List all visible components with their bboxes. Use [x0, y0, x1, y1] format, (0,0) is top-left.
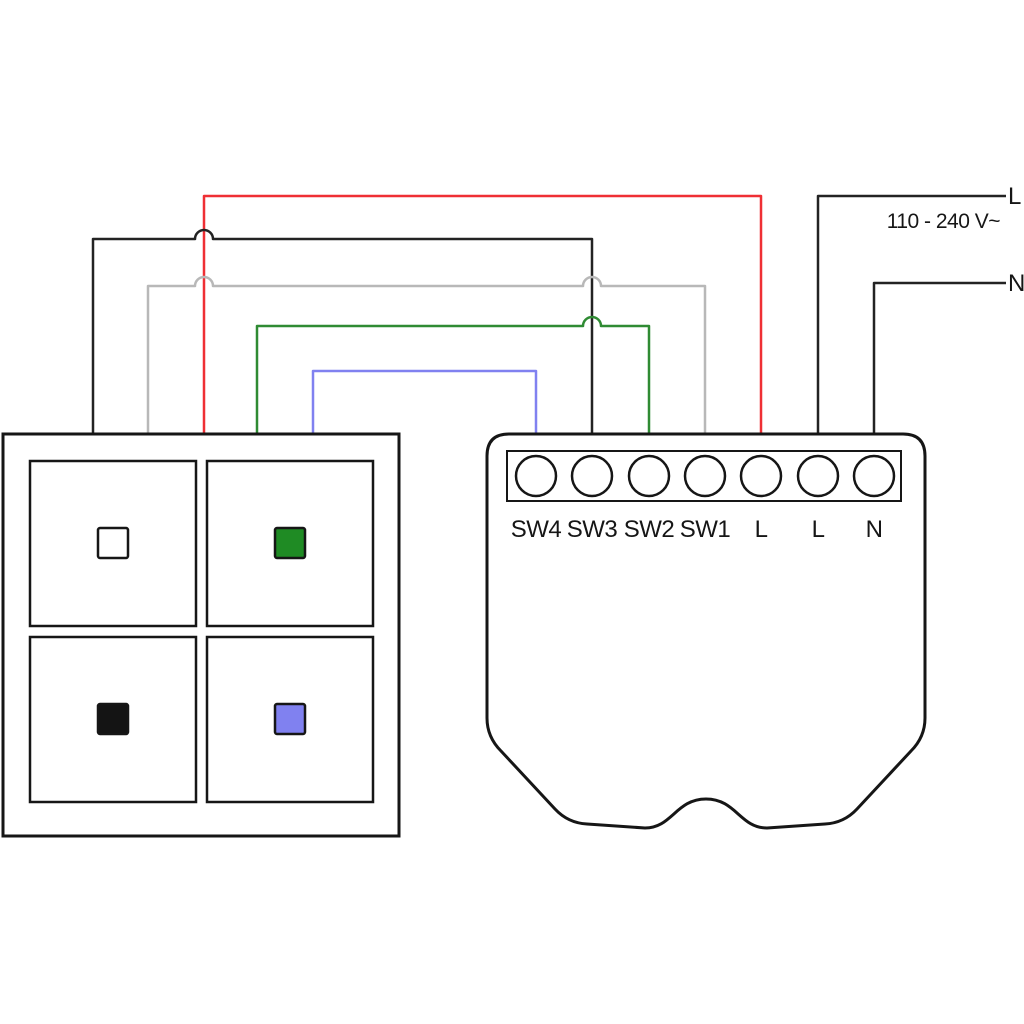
- terminal-screw-sw3: [570, 454, 614, 498]
- terminal-screw-sw4: [514, 454, 558, 498]
- terminal-label-l1: L: [755, 516, 768, 543]
- voltage-label: 110 - 240 V~: [887, 210, 1001, 233]
- terminal-screw-n: [852, 454, 896, 498]
- terminal-label-n: N: [866, 516, 883, 543]
- terminal-label-l2: L: [812, 516, 825, 543]
- terminal-screw-l2: [796, 454, 840, 498]
- wire-blue-to-sw4: [311, 369, 538, 434]
- wire-mains-neutral: [872, 281, 1006, 434]
- button-indicator-black: [96, 702, 130, 736]
- terminal-screw-sw1: [683, 454, 727, 498]
- terminal-label-sw1: SW1: [680, 516, 731, 543]
- terminal-label-sw2: SW2: [624, 516, 675, 543]
- mains-line-label: L: [1008, 183, 1021, 210]
- relay-device: SW4 SW3 SW2 SW1 L L N: [485, 432, 927, 830]
- wall-switch: [1, 432, 401, 838]
- button-indicator-blue: [273, 702, 307, 736]
- relay-body: [485, 432, 927, 830]
- terminal-screw-sw2: [627, 454, 671, 498]
- button-indicator-white: [96, 526, 130, 560]
- terminal-label-sw3: SW3: [567, 516, 618, 543]
- wire-green-to-sw2: [255, 315, 651, 434]
- mains-labels: L N 110 - 240 V~: [887, 183, 1024, 297]
- wire-mains-line: [816, 194, 1006, 434]
- wire-red-common-to-l: [202, 194, 763, 434]
- wire-gray-to-sw1: [146, 275, 707, 434]
- terminal-label-sw4: SW4: [511, 516, 562, 543]
- terminal-screw-l1: [739, 454, 783, 498]
- wire-black-to-sw3: [91, 228, 594, 434]
- button-indicator-green: [273, 526, 307, 560]
- mains-neutral-label: N: [1008, 270, 1024, 297]
- wires: [91, 194, 1006, 434]
